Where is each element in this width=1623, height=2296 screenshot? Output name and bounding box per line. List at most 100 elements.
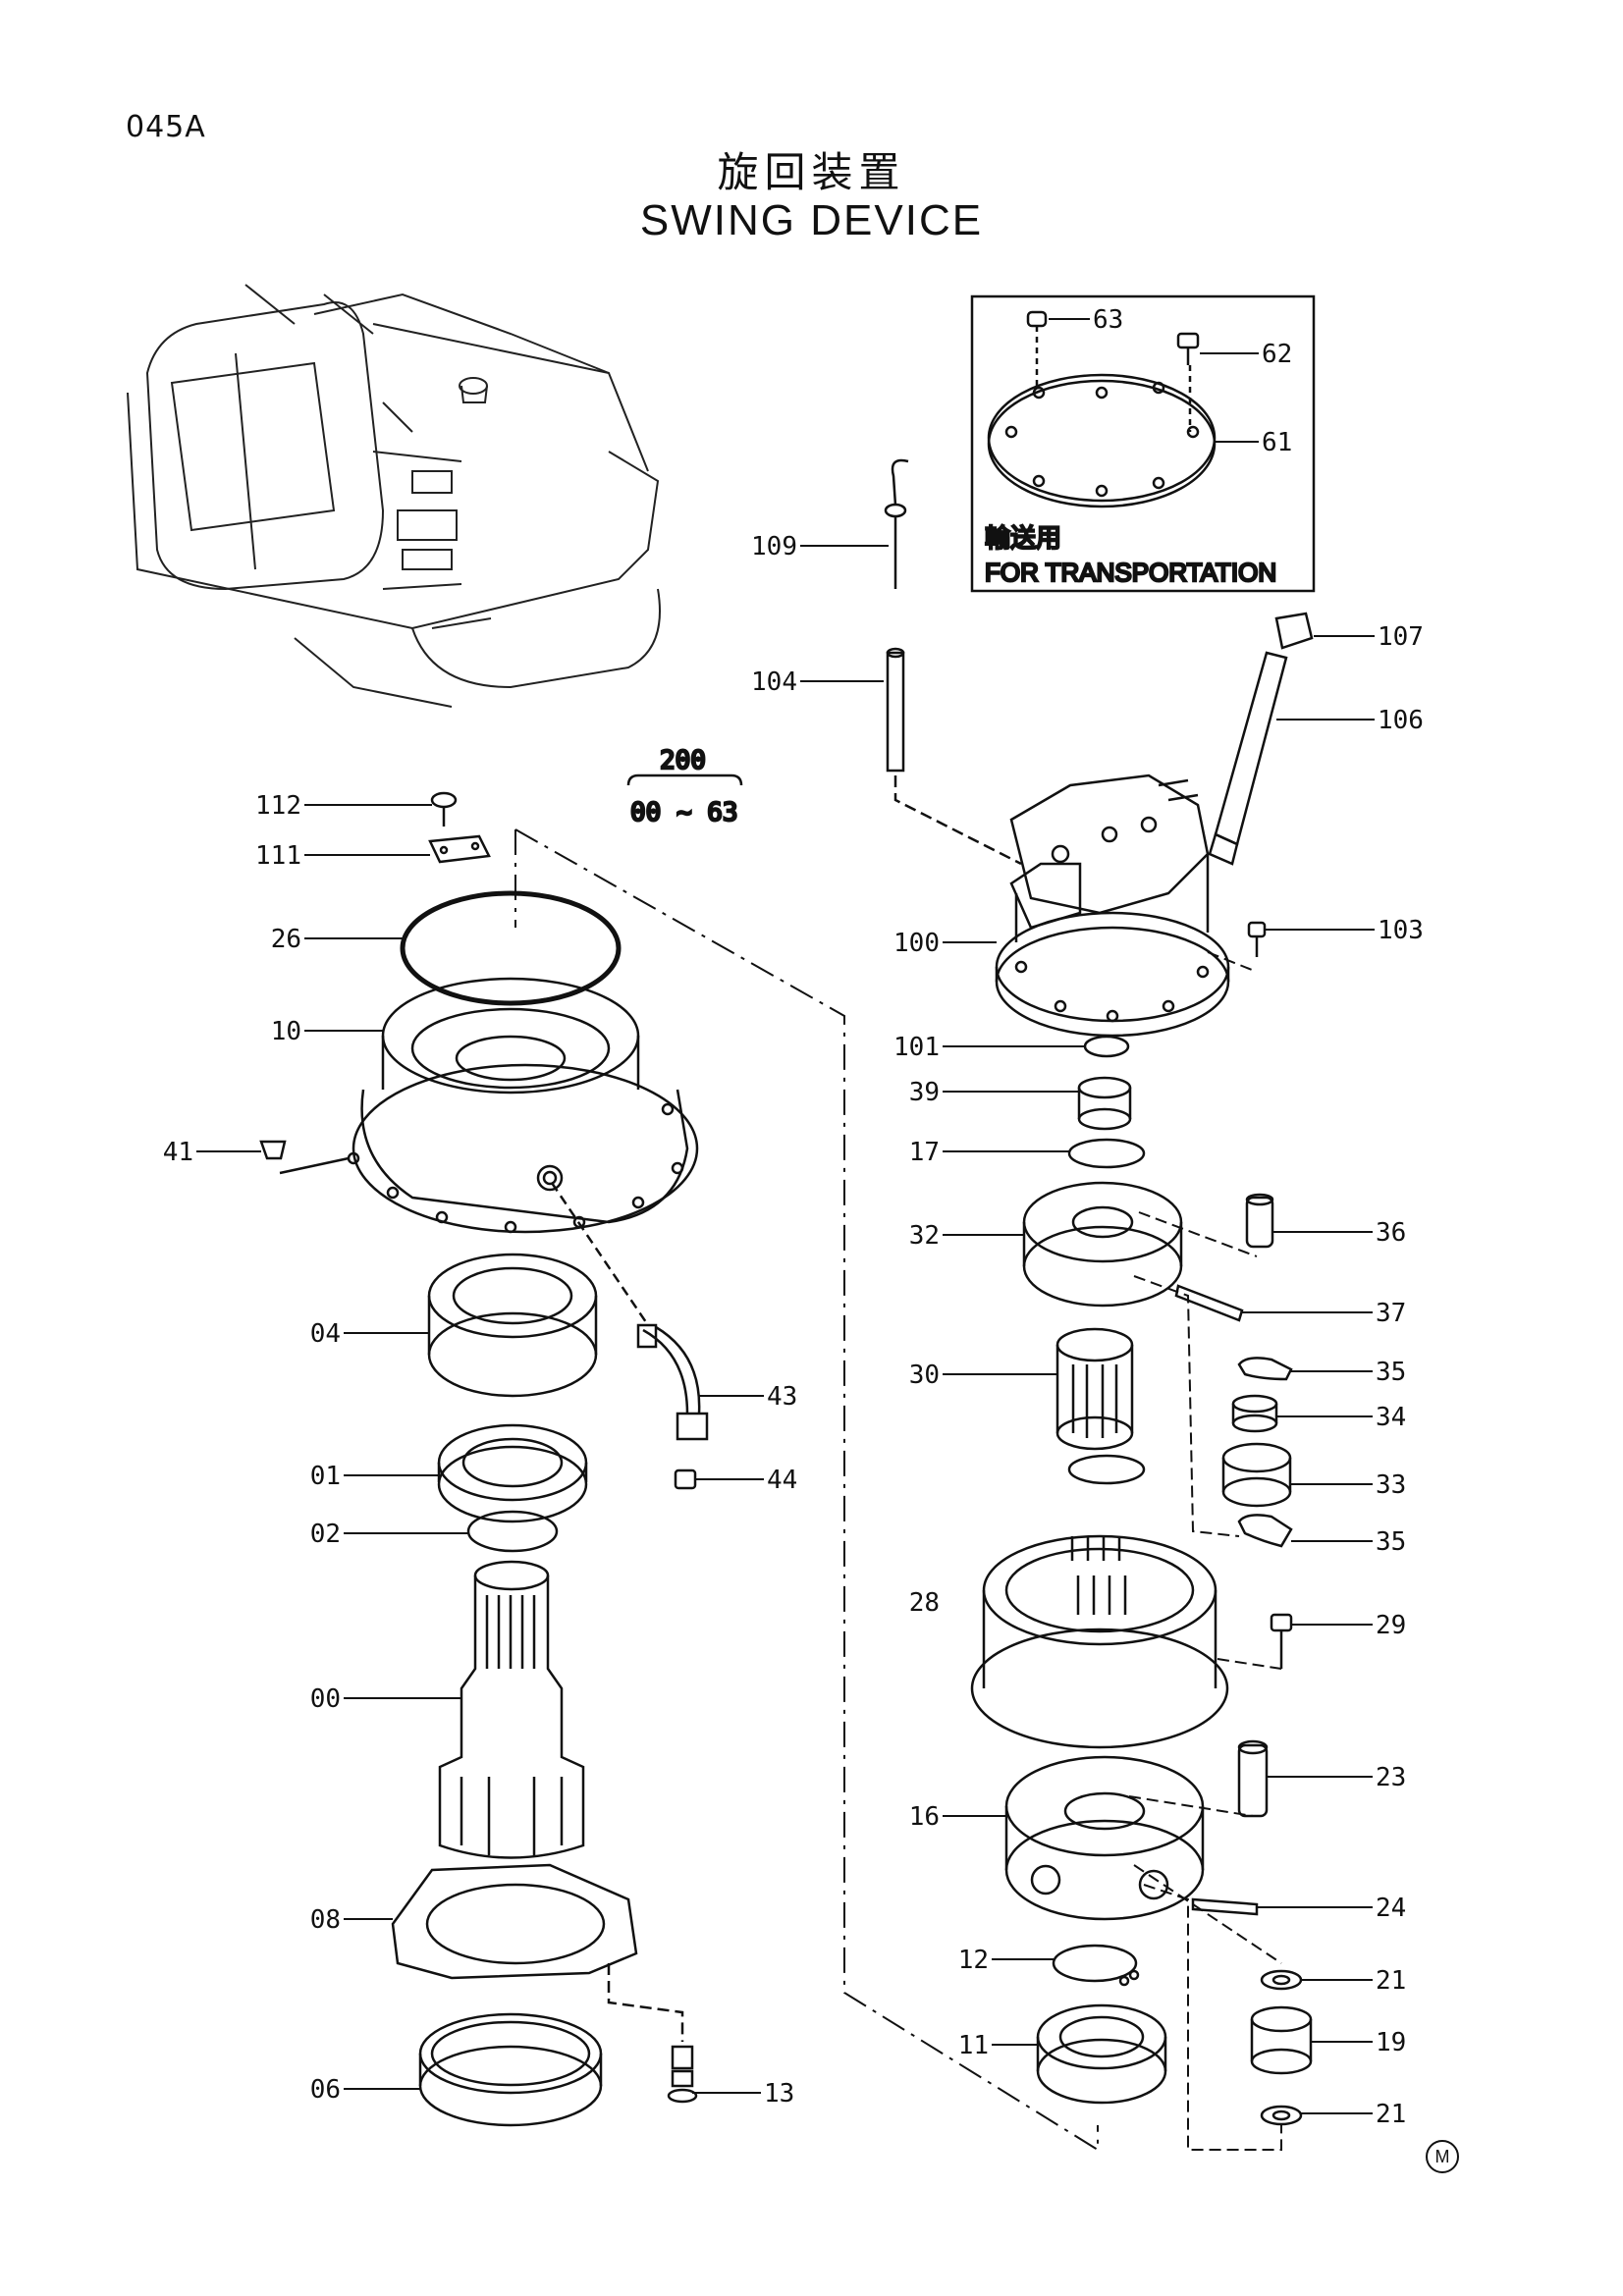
- inset-note-en: FOR TRANSPORTATION: [985, 558, 1276, 587]
- alignment-leaders: [1128, 951, 1282, 2151]
- part-label-01: 01: [310, 1462, 341, 1491]
- part-08-plate: [391, 1863, 638, 1980]
- part-103-bolt: [1247, 921, 1267, 957]
- part-112-bolt: [430, 791, 458, 827]
- part-21-washer-upper: [1260, 1969, 1303, 1991]
- part-label-44: 44: [767, 1466, 797, 1495]
- page-title: SWING DEVICE: [639, 196, 984, 244]
- part-39-gear: [1077, 1076, 1132, 1131]
- part-label-02: 02: [310, 1520, 341, 1549]
- part-label-37: 37: [1376, 1299, 1406, 1328]
- part-label-39: 39: [909, 1078, 940, 1107]
- part-label-19: 19: [1376, 2028, 1406, 2057]
- part-26-o-ring: [400, 890, 622, 1006]
- part-23-pin: [1237, 1739, 1269, 1818]
- part-label-107: 107: [1378, 622, 1424, 652]
- part-32-carrier: [1022, 1181, 1183, 1308]
- part-label-26: 26: [271, 925, 301, 954]
- part-101-washer: [1083, 1035, 1130, 1058]
- part-16-carrier: [1004, 1755, 1205, 1921]
- part-104-pipe: [886, 647, 905, 773]
- part-29-bolt: [1270, 1613, 1293, 1669]
- part-label-00: 00: [310, 1684, 341, 1714]
- part-17-thrust-plate-upper: [1067, 1138, 1146, 1169]
- part-label-10: 10: [271, 1017, 301, 1046]
- part-33-planet-gear: [1221, 1442, 1292, 1508]
- part-label-28: 28: [909, 1588, 940, 1618]
- assembly-reference: 200 00 ~ 63: [626, 745, 743, 828]
- bolt-62: [1176, 332, 1200, 432]
- part-label-43: 43: [767, 1382, 797, 1412]
- part-label-61: 61: [1262, 428, 1292, 457]
- part-label-13: 13: [764, 2079, 794, 2109]
- part-35-retainer-upper: [1237, 1357, 1293, 1381]
- transport-inset: 輸送用 FOR TRANSPORTATION: [970, 294, 1316, 593]
- part-label-17: 17: [909, 1138, 940, 1167]
- part-label-35: 35: [1376, 1527, 1406, 1557]
- part-12-snap-ring: [1052, 1944, 1140, 1987]
- part-label-100: 100: [893, 929, 940, 958]
- part-label-29: 29: [1376, 1611, 1406, 1640]
- part-36-pin: [1245, 1193, 1274, 1249]
- part-06-ring: [418, 2012, 603, 2127]
- part-19-planet-gear: [1250, 2005, 1313, 2075]
- part-label-11: 11: [958, 2031, 989, 2060]
- part-label-24: 24: [1376, 1894, 1406, 1923]
- part-41-plug: [259, 1140, 350, 1175]
- part-34-bearing: [1231, 1394, 1278, 1433]
- part-35-retainer-lower: [1237, 1514, 1293, 1548]
- part-17-thrust-plate-lower: [1067, 1454, 1146, 1485]
- page-id: 045A: [126, 110, 206, 144]
- part-label-33: 33: [1376, 1470, 1406, 1500]
- part-100-motor: [893, 774, 1230, 1038]
- part-02-ring: [466, 1510, 559, 1553]
- part-label-21: 21: [1376, 2100, 1406, 2129]
- part-label-34: 34: [1376, 1403, 1406, 1432]
- part-label-109: 109: [751, 532, 797, 561]
- part-10-housing: [347, 977, 699, 1234]
- part-label-30: 30: [909, 1361, 940, 1390]
- part-label-12: 12: [958, 1946, 989, 1975]
- part-label-08: 08: [310, 1905, 341, 1935]
- part-label-111: 111: [255, 841, 301, 871]
- part-label-21: 21: [1376, 1966, 1406, 1996]
- part-label-group: 63 62 61 109 107 104 106 112 111 26 10 41 04 01 02 00 08…: [163, 305, 1424, 2129]
- part-28-ring-gear: [970, 1534, 1229, 1749]
- part-01-seal: [437, 1423, 588, 1523]
- part-21-washer-lower: [1260, 2105, 1303, 2126]
- part-label-106: 106: [1378, 706, 1424, 735]
- part-label-04: 04: [310, 1319, 341, 1349]
- assembly-boundary-line: [514, 828, 1099, 2152]
- manufacturer-mark: M: [1426, 2140, 1459, 2173]
- part-00-shaft: [438, 1560, 585, 1859]
- part-24-pin: [1191, 1897, 1259, 1916]
- excavator-sketch: [127, 284, 661, 708]
- assembly-number: 200: [660, 746, 706, 775]
- cover-plate: [987, 373, 1217, 508]
- part-label-23: 23: [1376, 1763, 1406, 1792]
- part-11-bearing: [1036, 2003, 1167, 2105]
- part-37-pin: [1174, 1284, 1244, 1322]
- page-title-jp: 旋回装置: [717, 148, 906, 196]
- part-label-112: 112: [255, 791, 301, 821]
- part-13-bolt: [607, 1963, 698, 2104]
- part-label-62: 62: [1262, 340, 1292, 369]
- part-label-36: 36: [1376, 1218, 1406, 1248]
- part-107-cap: [1274, 612, 1314, 650]
- part-label-16: 16: [909, 1802, 940, 1832]
- part-label-41: 41: [163, 1138, 193, 1167]
- part-44-plug: [674, 1468, 697, 1490]
- inset-note-jp: 輸送用: [985, 523, 1061, 553]
- part-30-sun-gear: [1055, 1327, 1134, 1451]
- part-label-06: 06: [310, 2075, 341, 2105]
- part-109-dipstick: [884, 458, 909, 589]
- plug-63: [1026, 310, 1048, 388]
- assembly-range: 00 ~ 63: [630, 798, 738, 828]
- part-label-35: 35: [1376, 1358, 1406, 1387]
- part-label-103: 103: [1378, 916, 1424, 945]
- part-111-plate: [428, 834, 491, 864]
- part-label-104: 104: [751, 667, 797, 697]
- part-label-63: 63: [1093, 305, 1123, 335]
- part-43-hose: [550, 1182, 709, 1441]
